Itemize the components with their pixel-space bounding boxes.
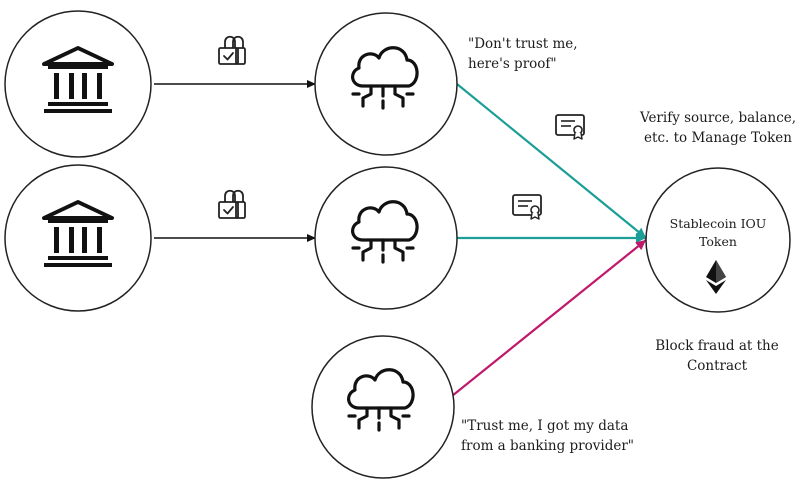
- lock-icon: [218, 189, 246, 219]
- bank-node-2: [4, 164, 152, 312]
- server-node-1: [314, 12, 458, 156]
- block-fraud-note: Block fraud at the Contract: [655, 338, 779, 374]
- edge-server1-to-token: [456, 83, 647, 239]
- edge-server3-to-token: [451, 239, 647, 397]
- token-node: [645, 167, 791, 313]
- ethereum-icon: [706, 260, 726, 294]
- server-node-2: [314, 166, 458, 310]
- lock-icon: [218, 35, 246, 65]
- certificate-icon: [512, 194, 542, 220]
- proof-quote: "Don't trust me, here's proof": [468, 36, 578, 72]
- trust-quote: "Trust me, I got my data from a banking …: [461, 418, 634, 454]
- token-label: Stablecoin IOU Token: [669, 216, 767, 249]
- bank-node-1: [4, 10, 152, 158]
- certificate-icon: [555, 114, 585, 140]
- verify-note: Verify source, balance, etc. to Manage T…: [639, 110, 797, 146]
